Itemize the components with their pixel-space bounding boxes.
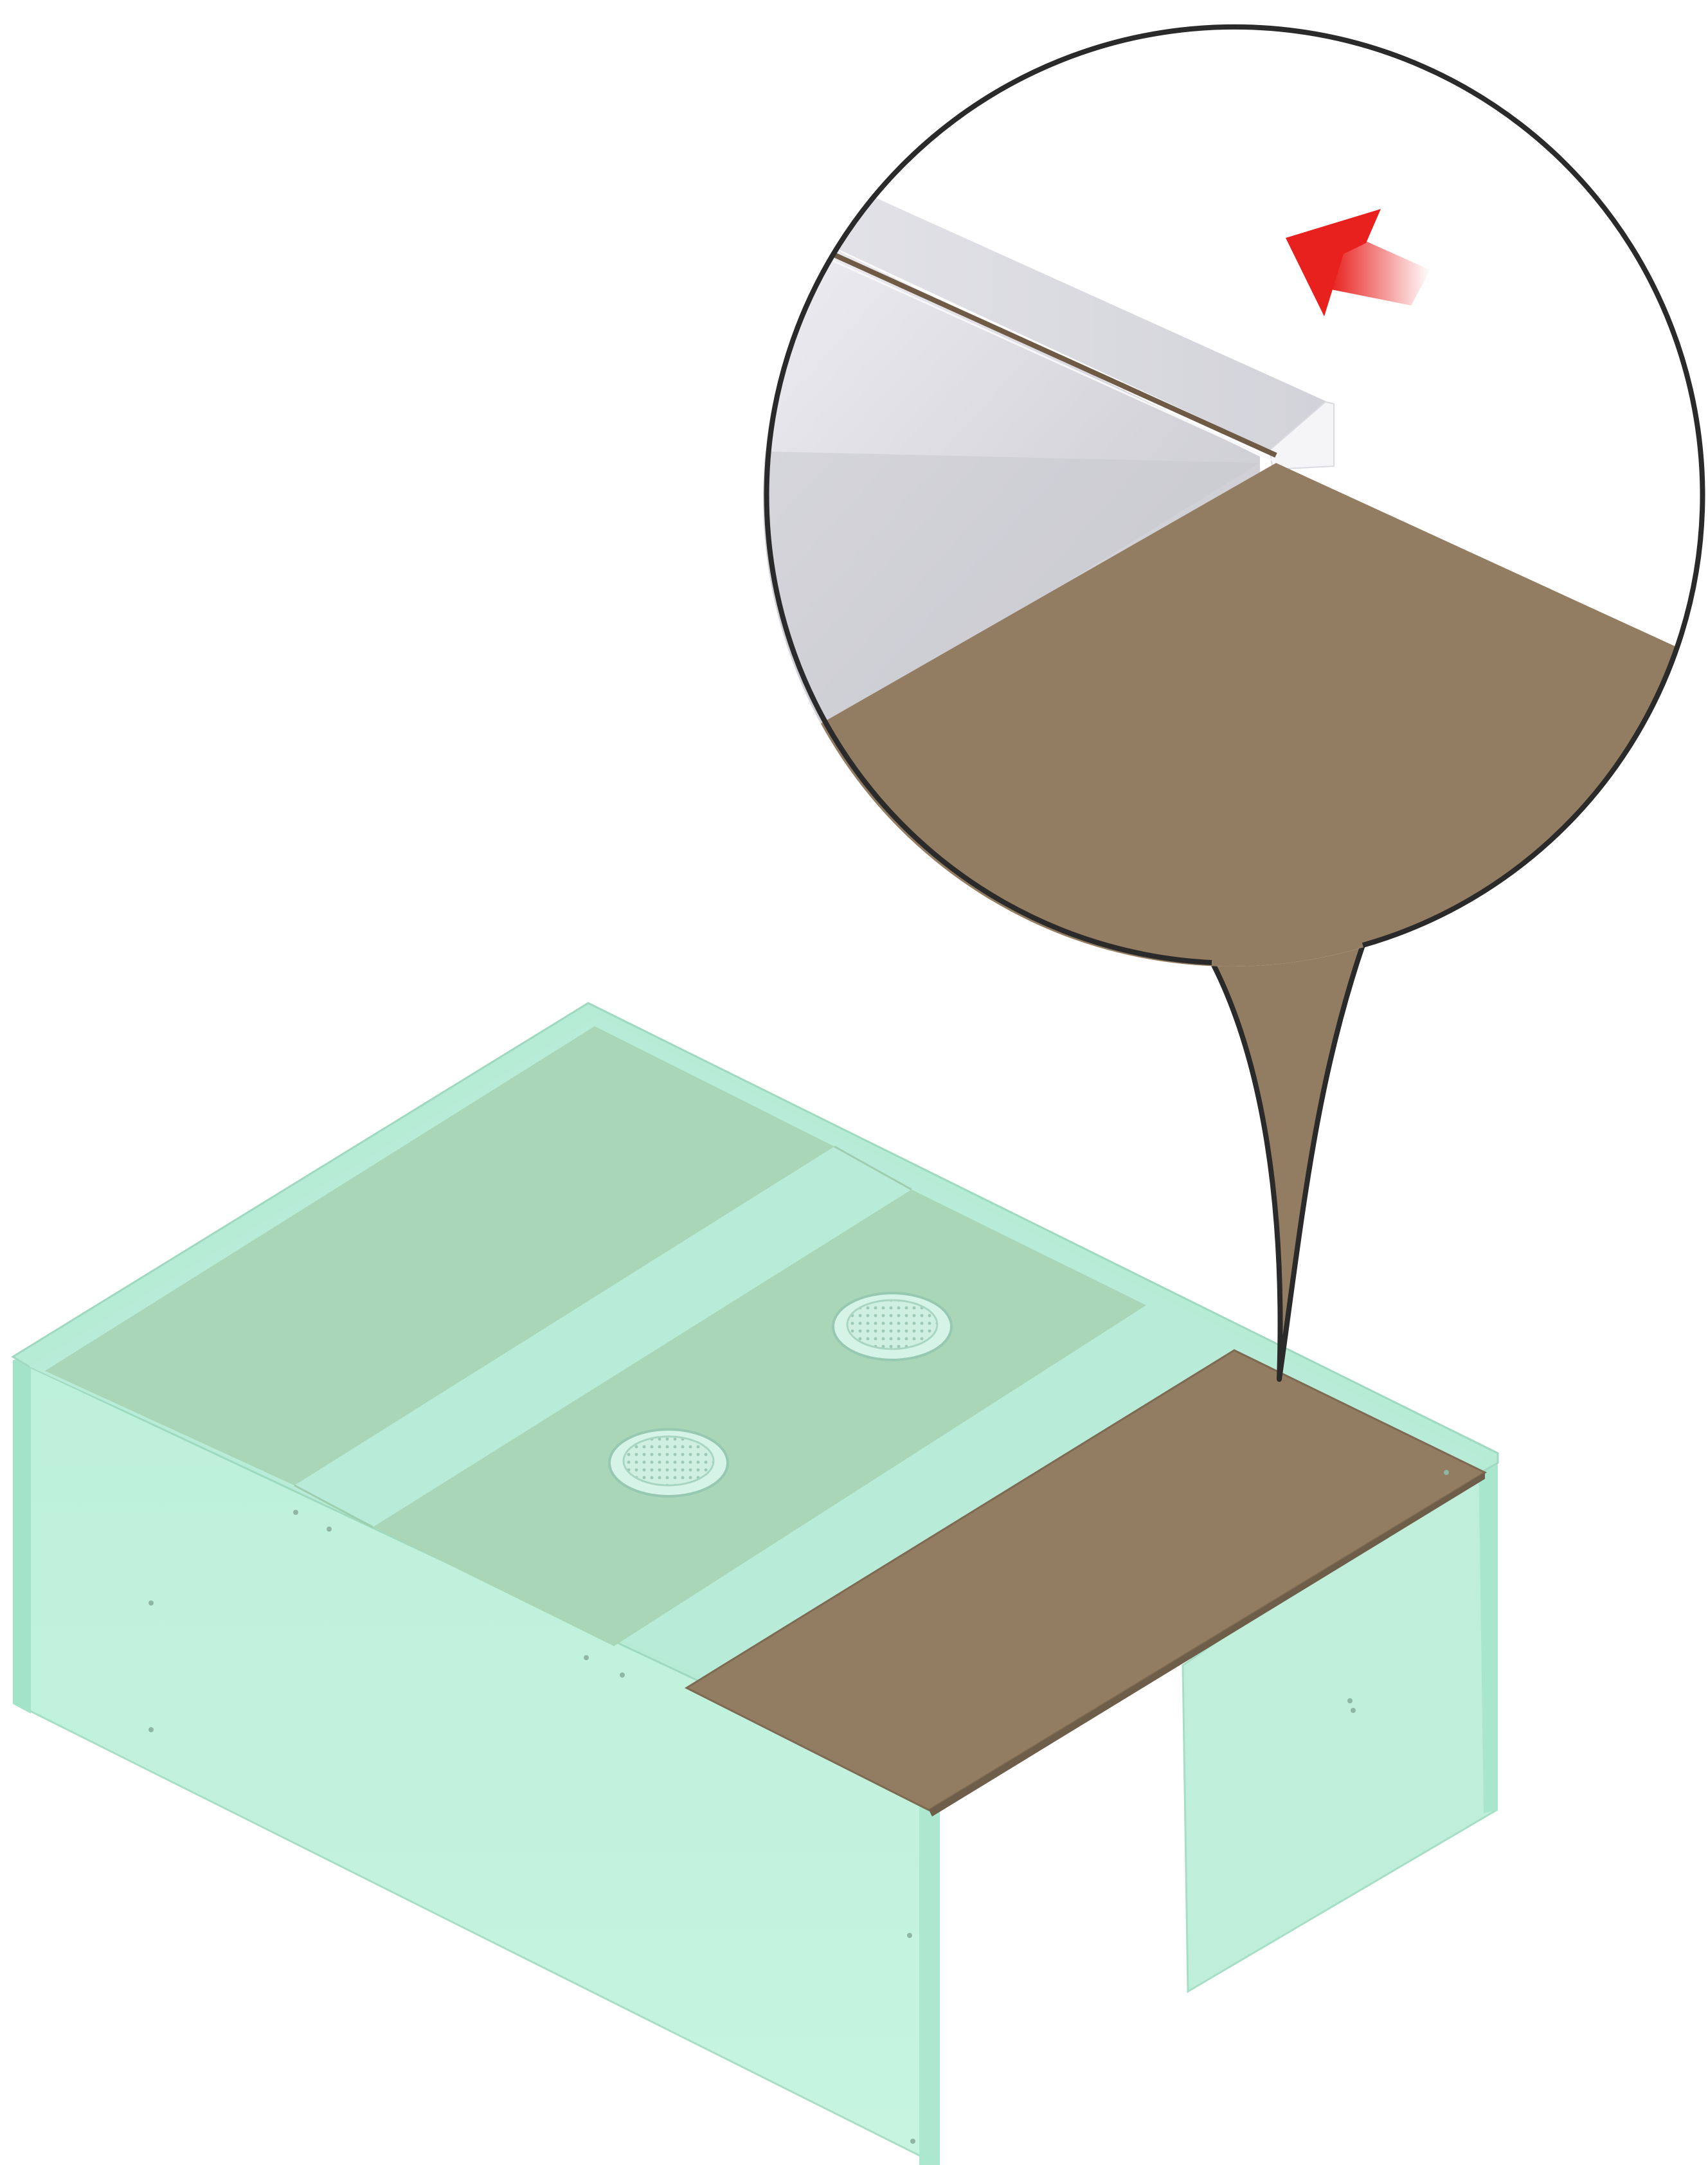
red-arrow-icon <box>1286 209 1430 316</box>
cabinet <box>11 1002 1499 2165</box>
callout-outline <box>764 24 1705 965</box>
top-panel-left <box>45 1026 834 1485</box>
callout-hardboard <box>763 463 1699 966</box>
cabinet-left-edge <box>13 1357 31 1714</box>
detail-callout <box>763 24 1705 1382</box>
callout-tail <box>1209 943 1365 1382</box>
assembly-holes <box>148 1470 1449 2144</box>
callout-panel-end <box>1268 401 1335 471</box>
cabinet-front-panel-edge <box>919 1784 940 2165</box>
cabinet-right-panel-edge <box>1479 1454 1498 1813</box>
callout-panel-top <box>763 177 1327 450</box>
vent-grille-icon <box>832 1292 953 1361</box>
vent-grille-icon <box>608 1428 729 1498</box>
top-panel-middle <box>373 1190 1146 1646</box>
hardboard-edge <box>929 1472 1485 1816</box>
callout-groove <box>770 224 1277 458</box>
